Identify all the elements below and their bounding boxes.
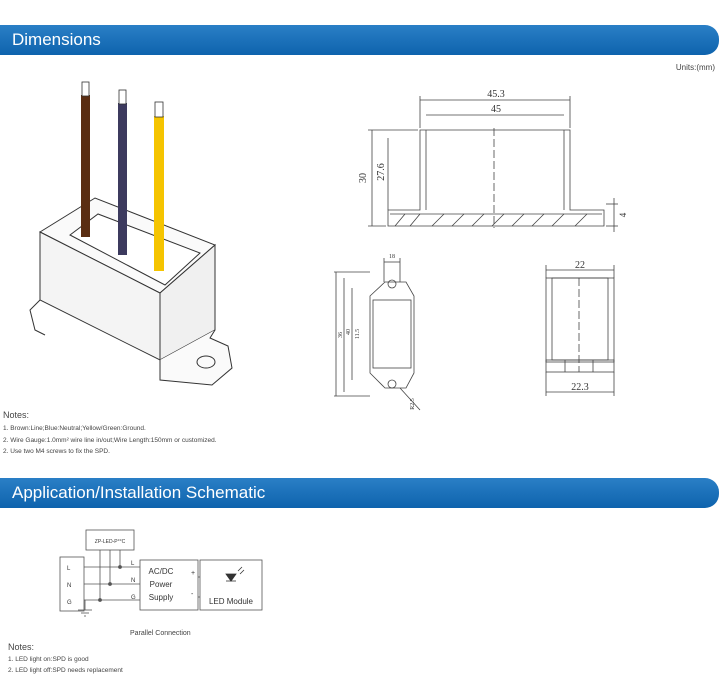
notes-1-item: 2. Wire Gauge:1.0mm² wire line in/out;Wi…: [3, 437, 217, 444]
dim-side-r: R2.5: [410, 398, 416, 410]
output-minus: -: [191, 591, 194, 598]
notes-1-item: 2. Use two M4 screws to fix the SPD.: [3, 448, 110, 455]
spd-label: ZP-LED-P°°C: [95, 539, 126, 545]
dim-45-3: 45.3: [487, 89, 505, 100]
dim-22: 22: [575, 260, 585, 271]
led-box: [199, 559, 263, 611]
wire-yellow: [154, 116, 164, 271]
dim-22-3: 22.3: [571, 382, 589, 393]
dim-30: 30: [358, 173, 369, 183]
psu-terminal-n: N: [131, 578, 135, 584]
dimensions-title: Dimensions: [12, 30, 101, 49]
dim-side-18: 18: [389, 254, 395, 260]
front-view-drawing: [368, 96, 618, 232]
notes-2-item: 2. LED light off:SPD needs replacement: [8, 667, 123, 674]
dim-side-40: 40: [346, 329, 352, 335]
wire-blue: [118, 103, 127, 255]
dim-side-11-5: 11.5: [355, 329, 361, 339]
psu-box: [139, 559, 199, 611]
output-plus: +: [191, 570, 195, 577]
source-box: [59, 556, 85, 612]
wiring-schematic: [59, 529, 263, 617]
dim-4: 4: [618, 212, 628, 217]
notes-2-item: 1. LED light on:SPD is good: [8, 656, 89, 663]
dim-27-6: 27.6: [376, 163, 387, 181]
wires: [81, 81, 164, 271]
psu-label-2: Power: [150, 580, 173, 589]
notes-2-title: Notes:: [8, 642, 35, 652]
wire-brown: [81, 95, 90, 237]
units-label: Units:(mm): [675, 63, 715, 72]
dim-45: 45: [491, 104, 501, 115]
psu-label-3: Supply: [149, 593, 173, 602]
application-banner: Application/Installation Schematic: [0, 478, 719, 508]
end-view-drawing: [545, 265, 615, 396]
schematic-caption: Parallel Connection: [130, 630, 191, 637]
psu-terminal-l: L: [131, 561, 135, 567]
dim-side-36: 36: [338, 332, 344, 338]
dimensions-banner: Dimensions: [0, 25, 719, 55]
side-view-drawing: [334, 258, 421, 411]
terminal-n: N: [67, 583, 71, 589]
psu-terminal-g: G: [131, 595, 136, 601]
led-module-label: LED Module: [209, 597, 254, 606]
notes-1-title: Notes:: [3, 410, 30, 420]
spd-product-illustration: [29, 197, 233, 386]
application-title: Application/Installation Schematic: [12, 483, 266, 502]
led-icon: [225, 566, 245, 582]
psu-label-1: AC/DC: [149, 567, 174, 576]
notes-1-item: 1. Brown:Line;Blue:Neutral;Yellow/Green:…: [3, 425, 146, 432]
terminal-g: G: [67, 600, 72, 606]
terminal-l: L: [67, 566, 71, 572]
